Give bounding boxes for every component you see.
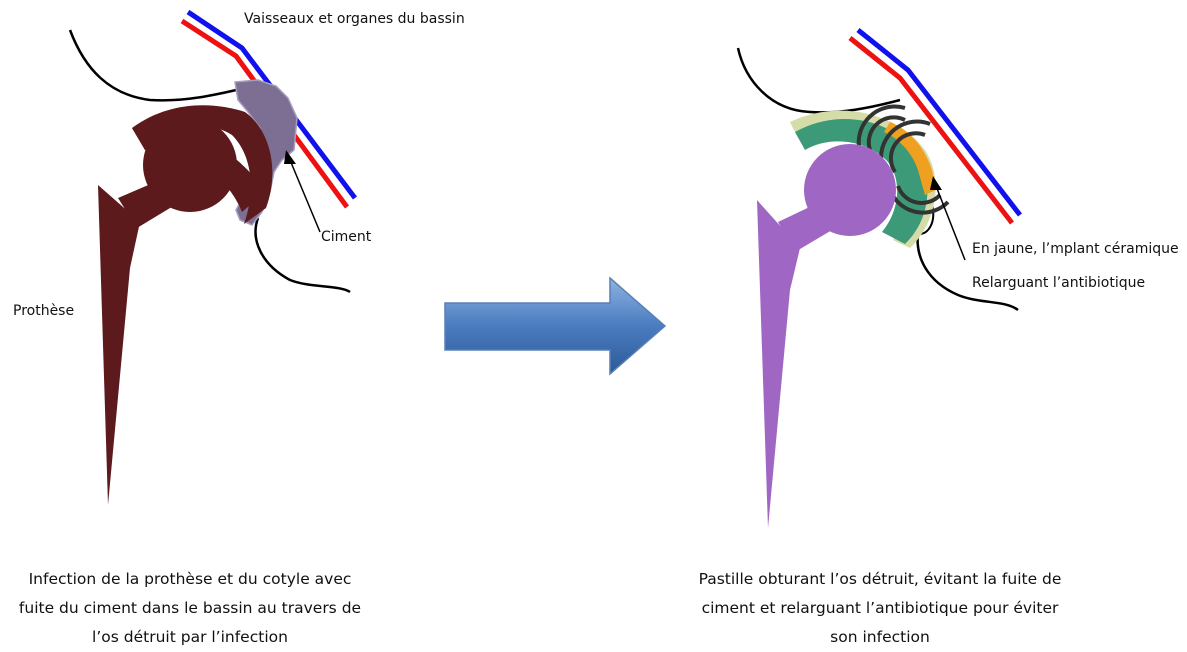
femoral-stem-left [98,185,140,505]
caption-right: Pastille obturant l’os détruit, évitant … [670,565,1090,652]
transition-arrow [445,278,665,374]
implant-pointer-line [936,186,965,260]
caption-left-line-2: fuite du ciment dans le bassin au traver… [0,594,380,623]
label-yellow-implant: En jaune, l’mplant céramique [972,240,1179,258]
cement-pointer-line [290,160,320,232]
caption-left-line-1: Infection de la prothèse et du cotyle av… [0,565,380,594]
label-prosthesis: Prothèse [13,302,74,320]
label-antibiotic: Relarguant l’antibiotique [972,274,1145,292]
caption-right-line-1: Pastille obturant l’os détruit, évitant … [670,565,1090,594]
left-diagram [70,12,355,505]
label-cement: Ciment [321,228,371,246]
label-vessels: Vaisseaux et organes du bassin [244,10,465,28]
caption-right-line-3: son infection [670,623,1090,652]
femoral-stem-right [757,200,800,528]
caption-right-line-2: ciment et relarguant l’antibiotique pour… [670,594,1090,623]
caption-left-line-3: l’os détruit par l’infection [0,623,380,652]
caption-left: Infection de la prothèse et du cotyle av… [0,565,380,652]
